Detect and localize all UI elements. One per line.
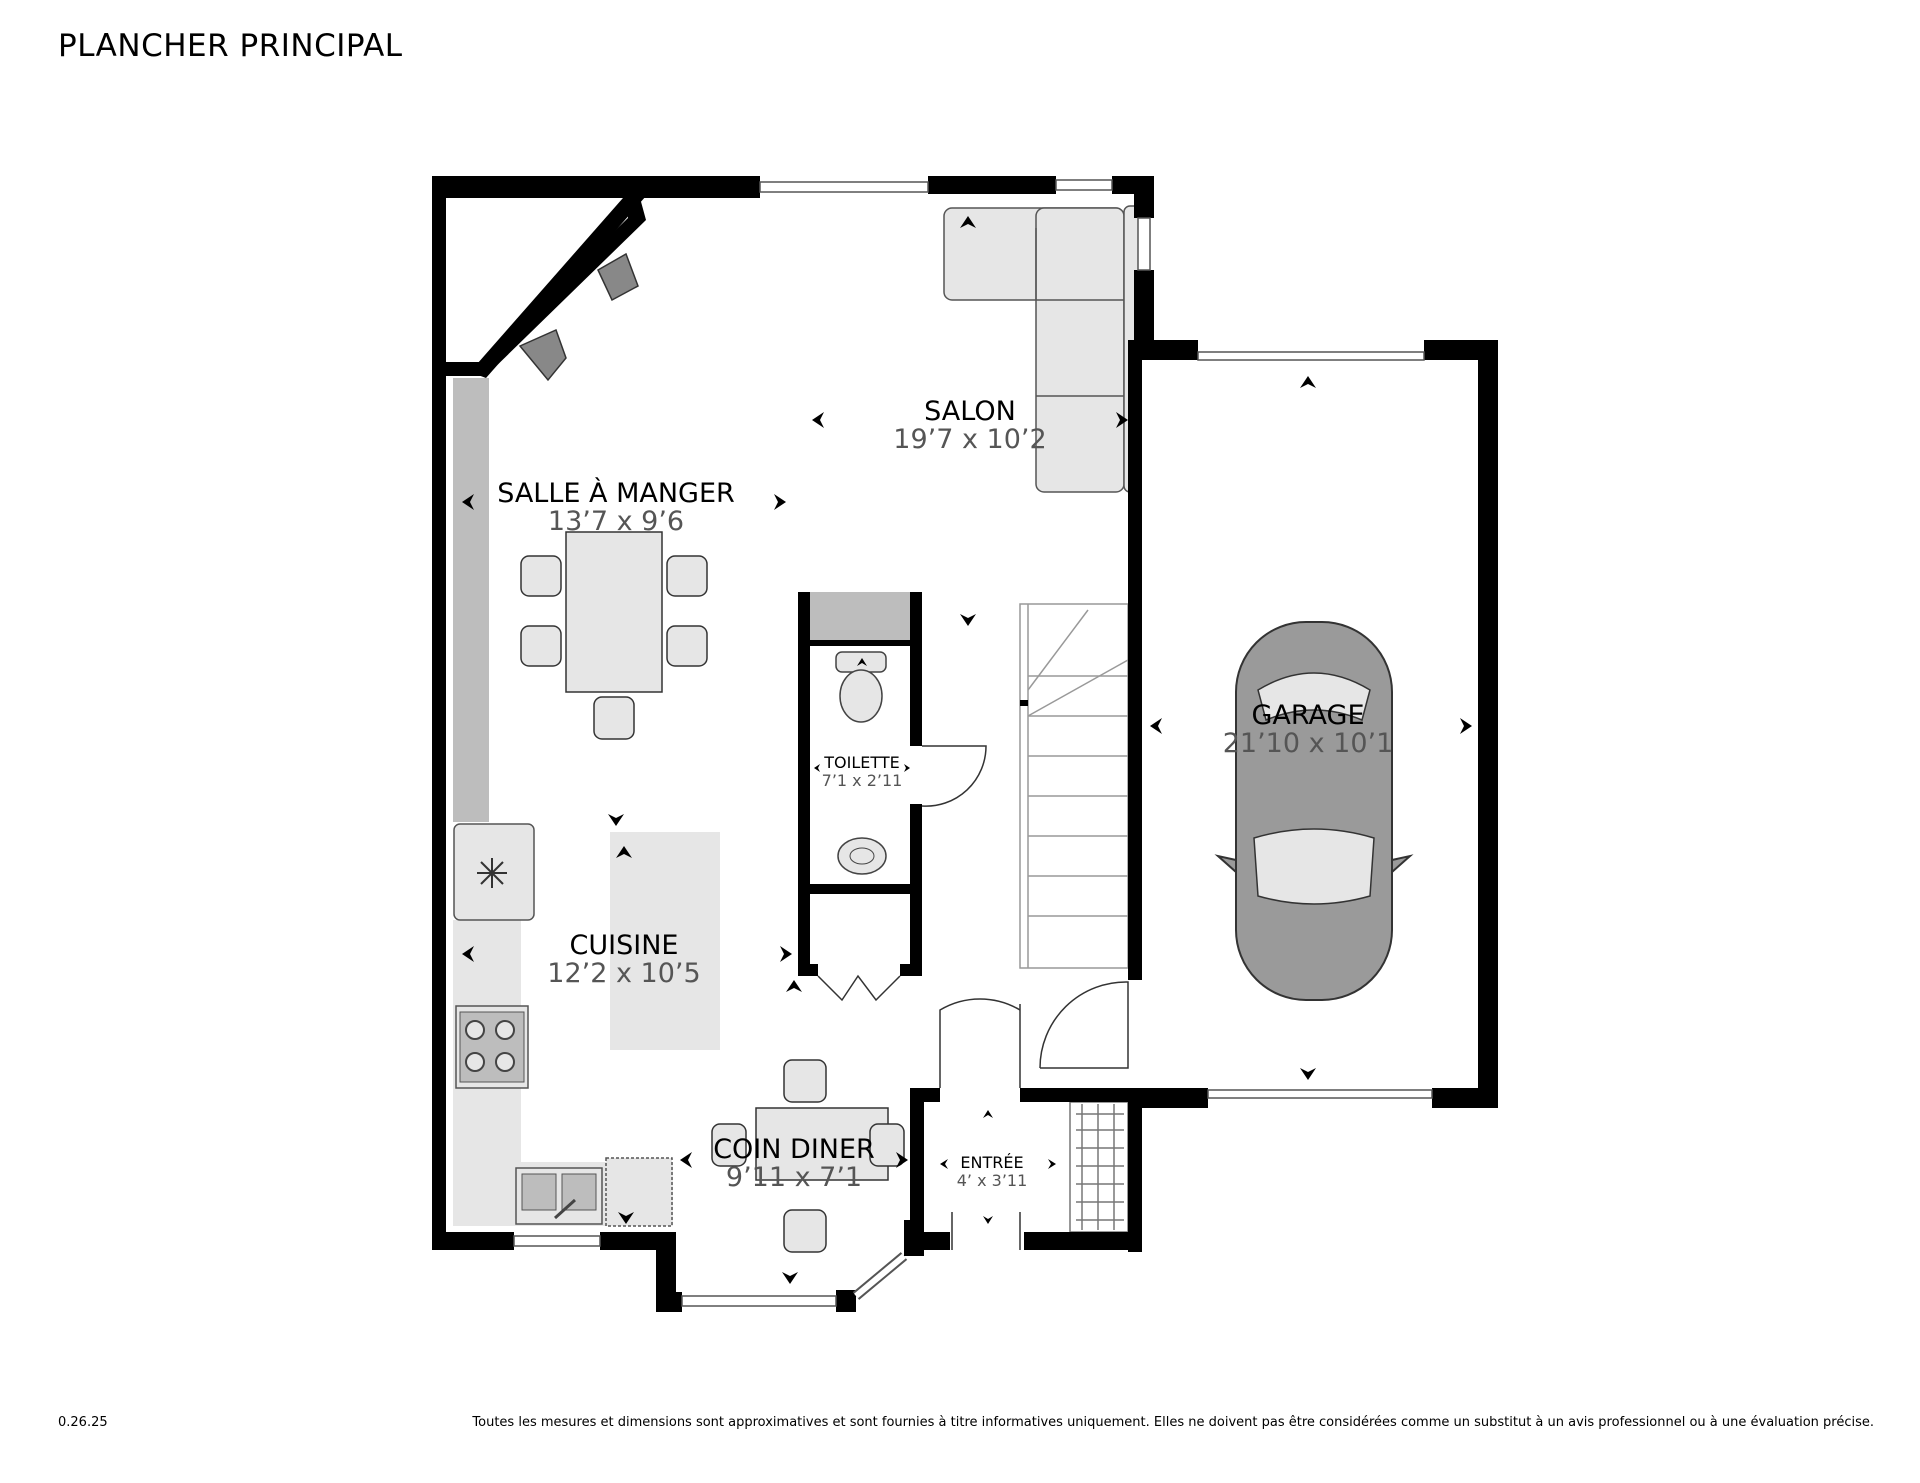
- room-label-salle-a-manger: SALLE À MANGER 13’7 x 9’6: [497, 477, 735, 537]
- staircase: [1019, 603, 1129, 969]
- arrow-icon: [812, 412, 824, 428]
- room-name: SALON: [924, 396, 1016, 427]
- room-name: GARAGE: [1251, 700, 1364, 731]
- chair: [783, 1059, 827, 1103]
- breakfast-table: [711, 1059, 905, 1253]
- doors: [817, 745, 1129, 1250]
- room-dims: 9’11 x 7’1: [726, 1162, 862, 1193]
- chair: [593, 696, 635, 740]
- room-label-salon: SALON 19’7 x 10’2: [893, 396, 1046, 455]
- page-title: PLANCHER PRINCIPAL: [58, 28, 403, 64]
- room-label-entree: ENTRÉE 4’ x 3’11: [957, 1153, 1028, 1190]
- arrow-icon: [1300, 376, 1316, 388]
- room-dims: 12’2 x 10’5: [547, 958, 700, 989]
- chair: [666, 555, 708, 597]
- room-name: TOILETTE: [823, 753, 899, 772]
- arrow-icon: [960, 614, 976, 626]
- arrow-icon: [462, 494, 474, 510]
- arrow-icon: [983, 1110, 993, 1118]
- chair: [520, 625, 562, 667]
- corner-wall-diagonal: [470, 190, 646, 378]
- arrow-icon: [960, 216, 976, 228]
- room-name: COIN DINER: [713, 1134, 875, 1165]
- room-dims: 19’7 x 10’2: [893, 424, 1046, 455]
- walls: [432, 176, 1498, 1312]
- version-label: 0.26.25: [58, 1415, 108, 1430]
- arrow-icon: [904, 764, 910, 772]
- room-dims: 7’1 x 2’11: [822, 771, 903, 790]
- dining-counter: [453, 378, 489, 822]
- arrow-icon: [608, 814, 624, 826]
- chair: [869, 1123, 905, 1167]
- stove-icon: [455, 1005, 529, 1089]
- room-name: CUISINE: [570, 930, 679, 961]
- chair: [666, 625, 708, 667]
- kitchen-island: [610, 832, 720, 1050]
- arrow-icon: [618, 1212, 634, 1224]
- sink-icon: [837, 837, 887, 875]
- arrow-icon: [782, 1272, 798, 1284]
- chair: [783, 1209, 827, 1253]
- arrow-icon: [1150, 718, 1162, 734]
- arrow-icon: [774, 494, 786, 510]
- room-name: SALLE À MANGER: [497, 477, 735, 509]
- fireplace: [518, 252, 639, 382]
- room-label-garage: GARAGE 21’10 x 10’1: [1223, 700, 1394, 759]
- room-dims: 21’10 x 10’1: [1223, 728, 1394, 759]
- arrow-icon: [814, 764, 820, 772]
- sink-icon: [515, 1167, 603, 1225]
- view-arrows: [462, 216, 1472, 1284]
- arrow-icon: [1460, 718, 1472, 734]
- arrow-icon: [602, 216, 618, 228]
- room-label-cuisine: CUISINE 12’2 x 10’5: [547, 930, 700, 989]
- arrow-icon: [983, 1216, 993, 1224]
- dining-table: [520, 531, 708, 740]
- chair: [520, 555, 562, 597]
- windows: [513, 179, 1433, 1307]
- arrow-icon: [857, 658, 867, 666]
- arrow-icon: [462, 946, 474, 962]
- room-dims: 13’7 x 9’6: [548, 506, 684, 537]
- arrow-icon: [1300, 1068, 1316, 1080]
- room-label-toilette: TOILETTE 7’1 x 2’11: [822, 753, 903, 790]
- disclaimer: Toutes les mesures et dimensions sont ap…: [472, 1415, 1874, 1430]
- dishwasher: [605, 1157, 673, 1227]
- room-label-coin-diner: COIN DINER 9’11 x 7’1: [713, 1134, 875, 1193]
- room-dims: 4’ x 3’11: [957, 1171, 1028, 1190]
- car-icon: [1214, 621, 1414, 1001]
- chair: [711, 1123, 747, 1167]
- arrow-icon: [680, 1152, 692, 1168]
- fridge: [453, 823, 535, 921]
- room-name: ENTRÉE: [960, 1153, 1023, 1172]
- entry-closet: [1069, 1101, 1129, 1233]
- arrow-icon: [786, 980, 802, 992]
- arrow-icon: [940, 1159, 948, 1169]
- arrow-icon: [1116, 412, 1128, 428]
- arrow-icon: [896, 1152, 908, 1168]
- arrow-icon: [780, 946, 792, 962]
- snowflake-icon: [477, 858, 507, 888]
- arrow-icon: [616, 846, 632, 858]
- arrow-icon: [1048, 1159, 1056, 1169]
- toilet-room-storage: [808, 592, 912, 640]
